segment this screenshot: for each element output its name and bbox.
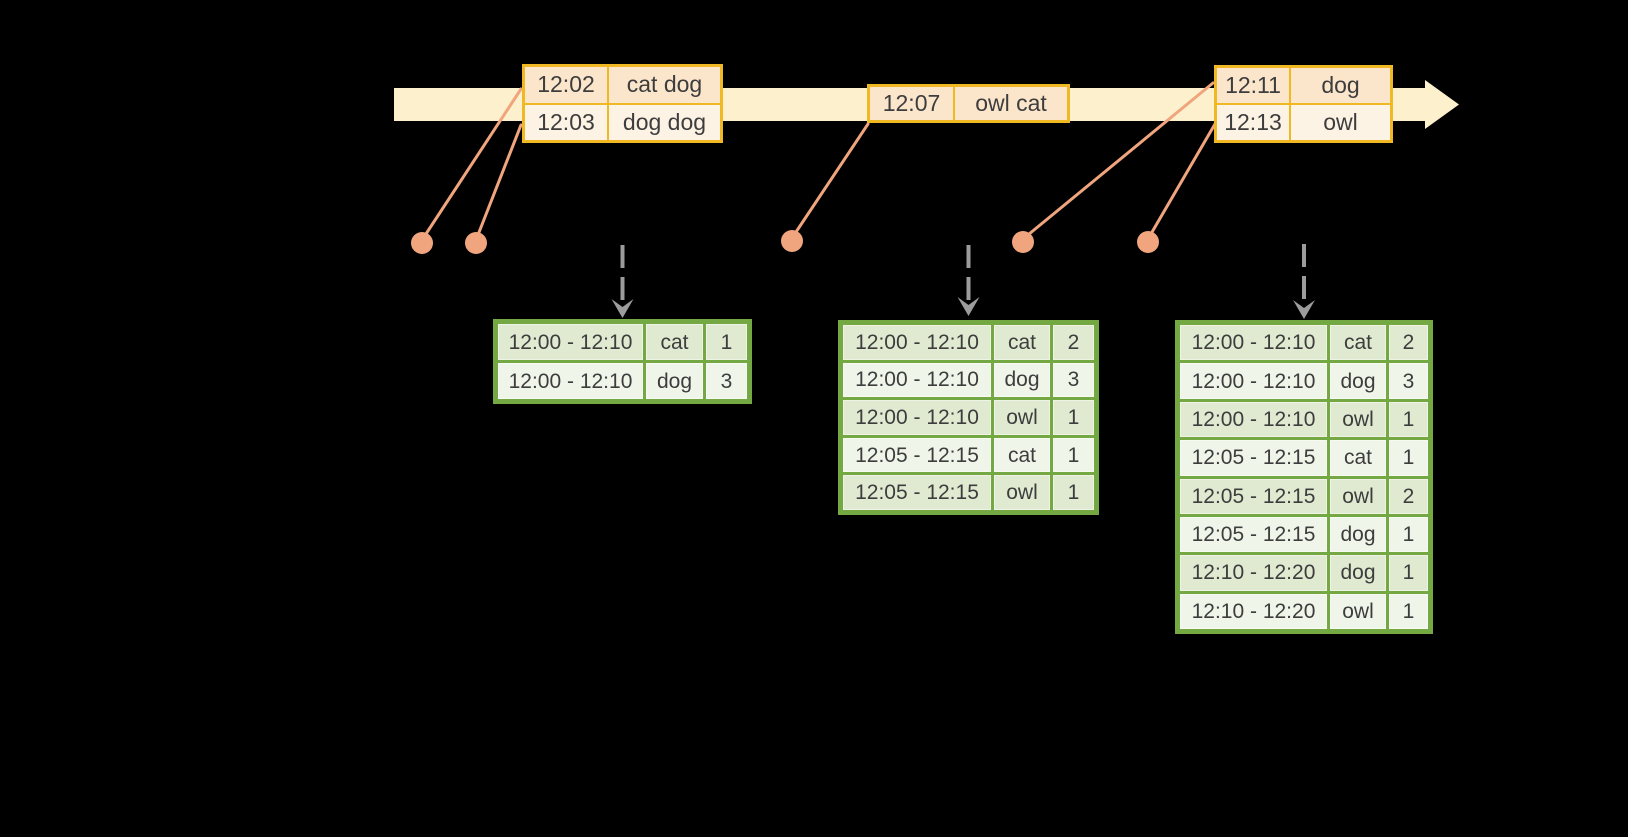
window-cell: 12:00 - 12:10 (843, 400, 991, 435)
word-cell: cat (1330, 325, 1386, 361)
word-cell: dog (646, 363, 703, 399)
connector-line (1146, 122, 1217, 241)
window-cell: 12:00 - 12:10 (1180, 325, 1327, 361)
event-dot (411, 232, 433, 254)
count-cell: 3 (706, 363, 747, 399)
count-cell: 2 (1389, 478, 1428, 514)
event-table-1: 12:02 cat dog 12:03 dog dog (522, 64, 723, 143)
word-cell: dog (1330, 363, 1386, 399)
word-cell: owl (1330, 593, 1386, 629)
window-cell: 12:00 - 12:10 (498, 363, 643, 399)
connector-line (474, 123, 523, 242)
result-table-3: 12:00 - 12:10 cat 2 12:00 - 12:10 dog 3 … (1175, 320, 1433, 634)
count-cell: 1 (1389, 401, 1428, 438)
event-time-cell: 12:03 (525, 104, 607, 140)
word-cell: cat (994, 437, 1050, 473)
event-table-3: 12:11 dog 12:13 owl (1214, 65, 1393, 143)
word-cell: dog (1330, 516, 1386, 553)
connector-line (1021, 81, 1215, 241)
window-cell: 12:05 - 12:15 (1180, 516, 1327, 553)
count-cell: 1 (1053, 400, 1094, 435)
count-cell: 1 (1389, 593, 1428, 629)
event-words-cell: dog (1291, 68, 1390, 103)
event-words-cell: cat dog (609, 67, 720, 103)
arrowhead-icon (1293, 300, 1315, 319)
window-cell: 12:05 - 12:15 (1180, 478, 1327, 514)
window-cell: 12:00 - 12:10 (843, 325, 991, 360)
window-cell: 12:05 - 12:15 (843, 437, 991, 473)
window-cell: 12:00 - 12:10 (1180, 363, 1327, 399)
count-cell: 1 (1389, 516, 1428, 553)
window-cell: 12:00 - 12:10 (843, 362, 991, 398)
event-time-cell: 12:02 (525, 67, 607, 103)
count-cell: 1 (1053, 475, 1094, 510)
connector-line (790, 122, 870, 240)
count-cell: 1 (1053, 437, 1094, 473)
word-cell: cat (1330, 440, 1386, 476)
event-table-2: 12:07 owl cat (867, 84, 1070, 123)
event-time-cell: 12:13 (1217, 105, 1289, 140)
window-cell: 12:00 - 12:10 (498, 324, 643, 360)
word-cell: owl (994, 400, 1050, 435)
count-cell: 2 (1389, 325, 1428, 361)
window-cell: 12:05 - 12:15 (1180, 440, 1327, 476)
count-cell: 1 (1389, 555, 1428, 591)
count-cell: 1 (706, 324, 747, 360)
event-dot (1137, 231, 1159, 253)
window-cell: 12:00 - 12:10 (1180, 401, 1327, 438)
result-table-1: 12:00 - 12:10 cat 1 12:00 - 12:10 dog 3 (493, 319, 752, 404)
count-cell: 3 (1389, 363, 1428, 399)
result-table-2: 12:00 - 12:10 cat 2 12:00 - 12:10 dog 3 … (838, 320, 1099, 515)
event-words-cell: owl cat (955, 87, 1067, 120)
event-time-cell: 12:07 (870, 87, 953, 120)
event-words-cell: dog dog (609, 104, 720, 140)
word-cell: dog (994, 362, 1050, 398)
event-dot (1012, 231, 1034, 253)
word-cell: owl (1330, 401, 1386, 438)
arrowhead-icon (957, 297, 980, 316)
event-time-cell: 12:11 (1217, 68, 1289, 103)
count-cell: 1 (1389, 440, 1428, 476)
window-cell: 12:10 - 12:20 (1180, 593, 1327, 629)
arrowhead-icon (611, 299, 634, 318)
word-cell: owl (1330, 478, 1386, 514)
word-cell: owl (994, 475, 1050, 510)
connector-line (420, 87, 523, 242)
event-words-cell: owl (1291, 105, 1390, 140)
count-cell: 2 (1053, 325, 1094, 360)
word-cell: dog (1330, 555, 1386, 591)
window-cell: 12:10 - 12:20 (1180, 555, 1327, 591)
count-cell: 3 (1053, 362, 1094, 398)
event-dot (781, 230, 803, 252)
window-cell: 12:05 - 12:15 (843, 475, 991, 510)
word-cell: cat (994, 325, 1050, 360)
event-dot (465, 232, 487, 254)
word-cell: cat (646, 324, 703, 360)
